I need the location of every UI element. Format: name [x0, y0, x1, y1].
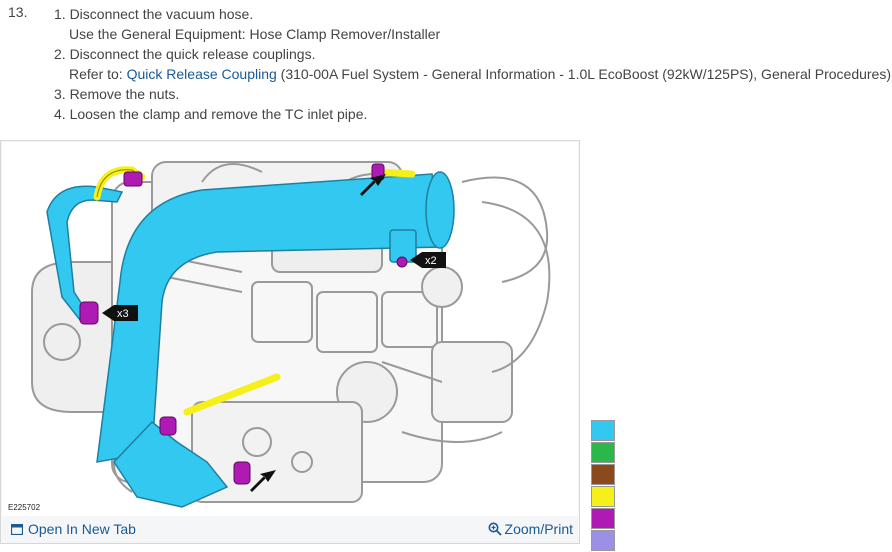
instruction-step-1: 1. Disconnect the vacuum hose.	[54, 6, 254, 22]
figure-footer: Open In New Tab Zoom/Print	[1, 517, 579, 543]
color-swatch-magenta	[591, 508, 615, 529]
instruction-equipment-note: Use the General Equipment: Hose Clamp Re…	[69, 26, 441, 42]
engine-illustration-panel: x3 x2 E225702 Open In New Tab Z	[0, 140, 580, 544]
figure-id: E225702	[8, 503, 41, 512]
color-key	[591, 420, 615, 552]
zoom-print-label: Zoom/Print	[504, 521, 573, 537]
zoom-print-button[interactable]: Zoom/Print	[488, 521, 573, 537]
color-swatch-lavender	[591, 530, 615, 551]
callout-x3-tag: x3	[102, 305, 138, 321]
callout-x3-label: x3	[117, 308, 129, 320]
instruction-step-2: 2. Disconnect the quick release coupling…	[54, 46, 316, 62]
instruction-reference: Refer to: Quick Release Coupling (310-00…	[54, 64, 892, 84]
color-swatch-green	[591, 442, 615, 463]
new-tab-icon	[11, 523, 23, 535]
instruction-step-3: 3. Remove the nuts.	[54, 86, 180, 102]
open-in-new-tab-label: Open In New Tab	[28, 521, 136, 537]
color-swatch-yellow	[591, 486, 615, 507]
step-number: 13.	[8, 4, 28, 20]
open-in-new-tab-button[interactable]: Open In New Tab	[11, 521, 136, 537]
engine-diagram-svg: x3 x2	[31, 161, 551, 508]
color-swatch-brown	[591, 464, 615, 485]
callout-x2-tag: x2	[410, 252, 446, 268]
reference-suffix: (310-00A Fuel System - General Informati…	[276, 66, 892, 82]
instruction-list: 1. Disconnect the vacuum hose. Use the G…	[54, 4, 892, 124]
instruction-step-4: 4. Loosen the clamp and remove the TC in…	[54, 106, 368, 122]
reference-prefix: Refer to:	[69, 66, 127, 82]
magnifier-icon	[488, 522, 502, 536]
quick-release-coupling-link[interactable]: Quick Release Coupling	[126, 66, 277, 82]
callout-x2-label: x2	[425, 255, 437, 267]
color-swatch-cyan	[591, 420, 615, 441]
engine-illustration[interactable]: x3 x2 E225702	[2, 142, 578, 516]
